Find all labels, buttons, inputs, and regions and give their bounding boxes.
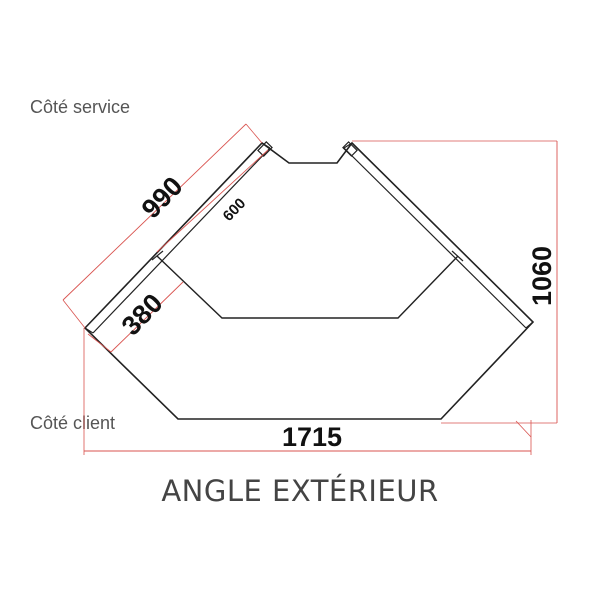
left-edge-strip: [92, 147, 271, 334]
dim-1060-text: 1060: [527, 246, 557, 306]
dim-600-line: [156, 149, 269, 253]
counter-outline: [83, 141, 535, 420]
dim-380-text: 380: [116, 288, 169, 341]
right-edge-strip: [343, 147, 527, 329]
service-side-label: Côté service: [30, 97, 131, 117]
inner-divider-right: [451, 250, 464, 262]
left-edge-cap-bottom: [84, 327, 94, 334]
dim-990-ext-top: [245, 123, 263, 144]
dim-990-line: [62, 123, 247, 301]
dim-380-ext: [87, 333, 112, 353]
diagram-caption: ANGLE EXTÉRIEUR: [161, 474, 439, 508]
right-end-block: [342, 141, 358, 157]
inner-divider-left: [151, 250, 164, 261]
left-end-block: [257, 141, 273, 157]
left-edge-cap-top: [261, 142, 271, 149]
dim-990-text: 990: [136, 171, 189, 224]
dim-1715-ext-diag: [515, 420, 532, 438]
inner-well: [156, 255, 459, 319]
dim-600-text: 600: [220, 195, 250, 225]
dim-1715-text: 1715: [282, 422, 342, 452]
client-side-label: Côté client: [30, 413, 116, 433]
right-edge-cap-bottom: [525, 321, 534, 329]
dim-990-ext-bottom: [62, 299, 86, 329]
dim-380-line: [110, 281, 184, 353]
